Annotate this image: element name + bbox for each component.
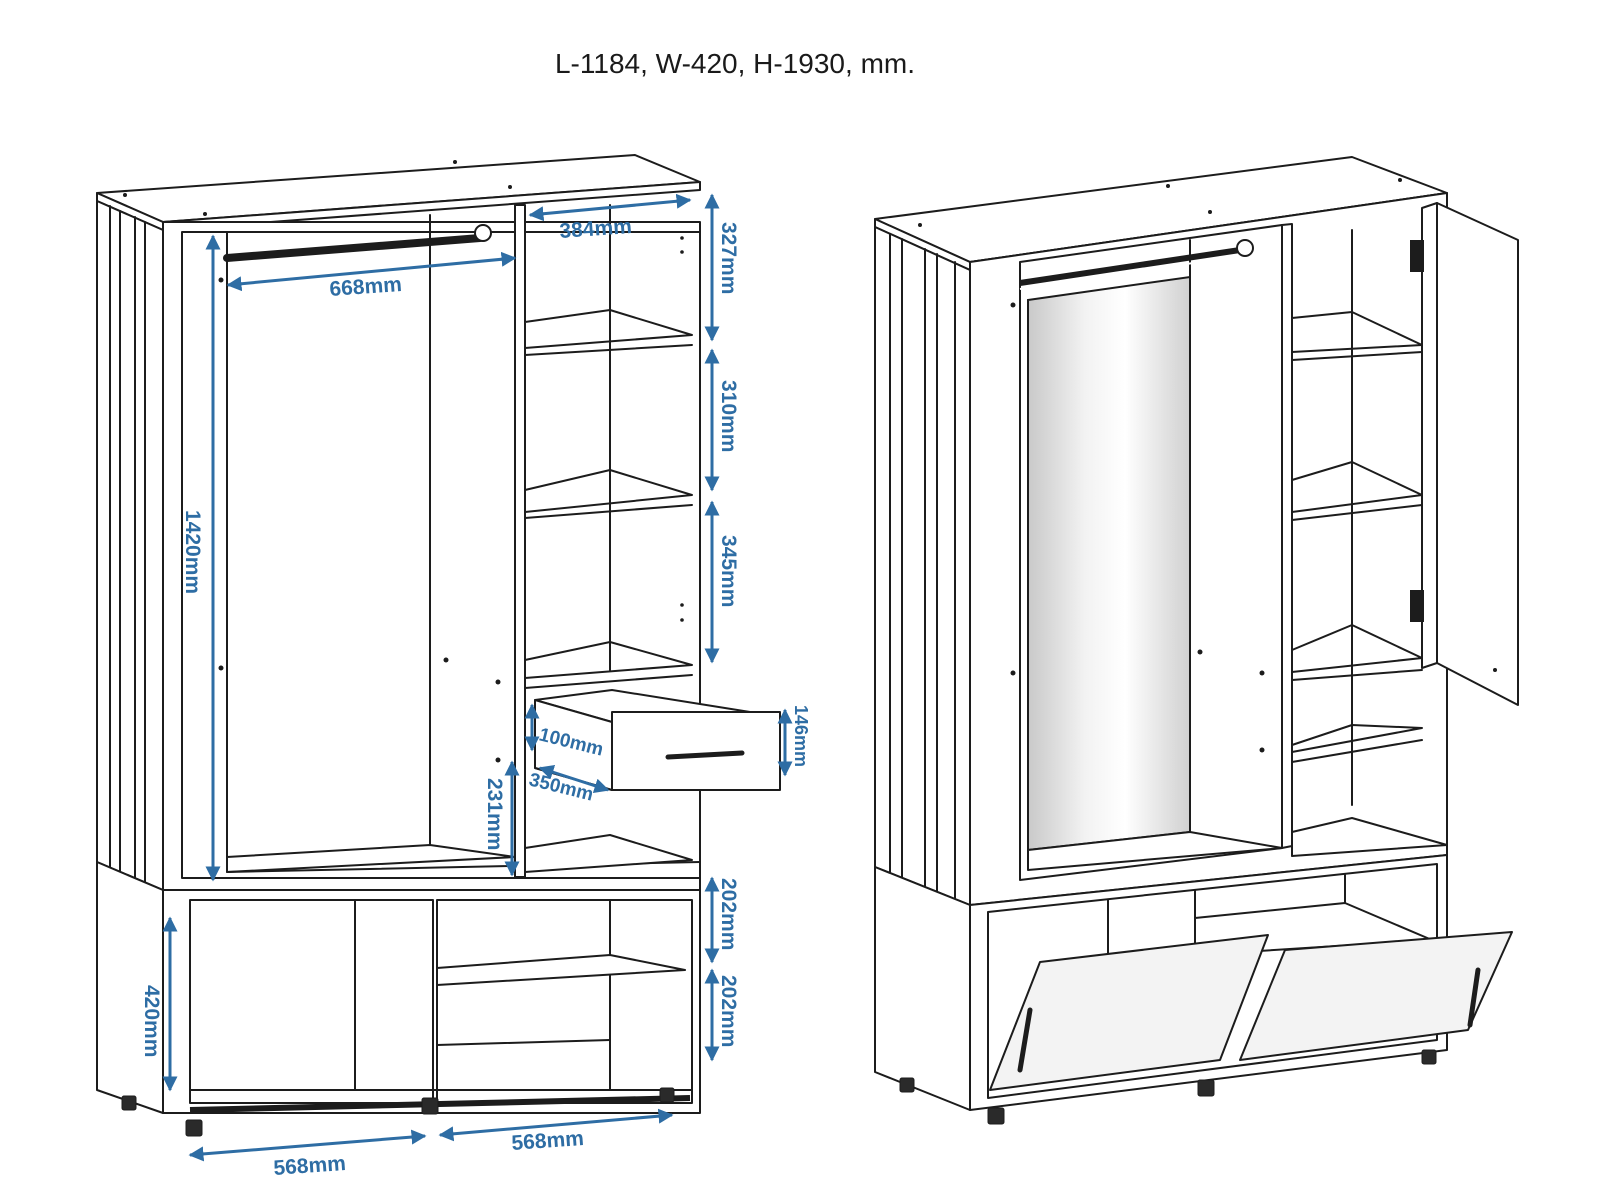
drawer [534,689,781,791]
right-hanging-rail [1019,247,1241,286]
dim-568-left-label: 568mm [273,1152,347,1180]
dim-327-label: 327mm [717,222,740,294]
dim-146-label: 146mm [791,705,811,767]
left-side-panel [96,200,164,891]
dim-231-label: 231mm [483,778,506,850]
right-base-side [874,866,971,1111]
dim-568-left-line [188,1129,427,1162]
dim-568-right-line [438,1108,674,1142]
dim-350-line [538,765,610,793]
dim-1420-label: 1420mm [181,510,204,594]
right-wardrobe-drawing [874,156,1519,1125]
dim-384-line [528,193,692,222]
dim-668-line [226,251,517,292]
dim-668-label: 668mm [329,273,403,301]
mirror [1027,275,1191,852]
dim-202a-label: 202mm [717,878,740,950]
dim-568-right-label: 568mm [511,1127,585,1155]
open-flap-doors [989,931,1513,1091]
overall-dimensions-title: L-1184, W-420, H-1930, mm. [554,48,915,79]
dim-202b-label: 202mm [717,975,740,1047]
dim-310-label: 310mm [717,380,740,452]
dim-384-label: 384mm [559,215,633,243]
left-wardrobe-drawing [96,154,781,1137]
dim-345-label: 345mm [717,535,740,607]
dim-420-label: 420mm [140,985,163,1057]
open-door [1410,202,1519,706]
